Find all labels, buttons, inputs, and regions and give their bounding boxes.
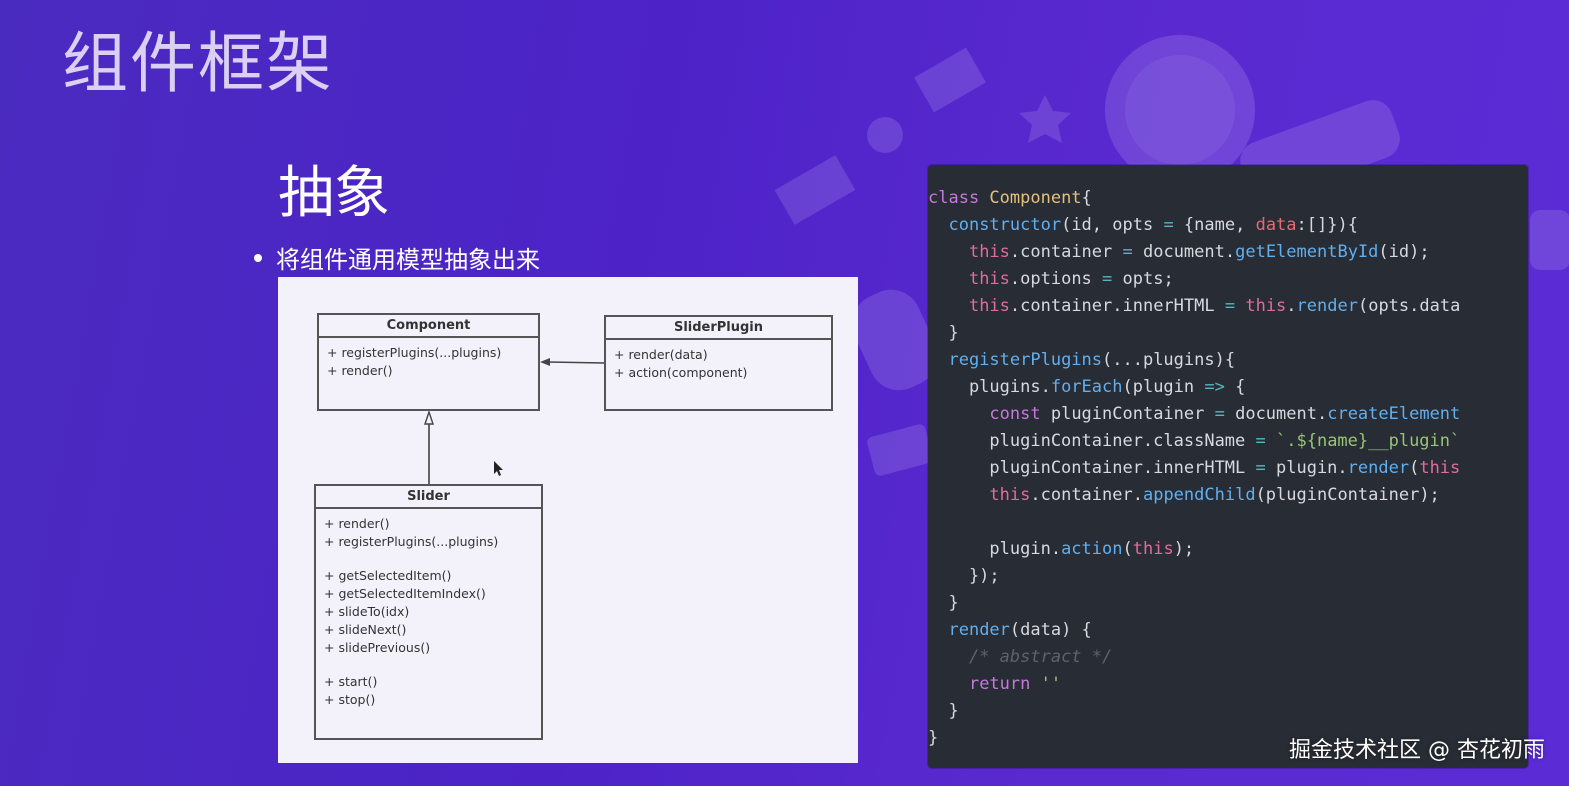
code-line: this.container.appendChild(pluginContain… (989, 485, 1440, 505)
uml-class-slider-plugin: SliderPlugin + render(data) + action(com… (604, 315, 833, 411)
class-name: SliderPlugin (606, 317, 831, 340)
association-arrowhead (540, 358, 550, 366)
class-method: + stop() (324, 692, 376, 707)
code-line: this.options = opts; (968, 269, 1174, 289)
code-line: constructor(id, opts = {name, data:[]}){ (948, 215, 1358, 235)
code-line: }); (928, 566, 1000, 586)
class-method: + render() (324, 516, 390, 531)
code-line: this.container.innerHTML = this.render(o… (968, 296, 1461, 316)
code-line: class Component{ (928, 188, 1092, 208)
class-method: + slidePrevious() (324, 640, 431, 655)
class-method: + getSelectedItem() (324, 568, 452, 583)
mouse-pointer-icon (494, 461, 503, 476)
code-line (928, 509, 1528, 536)
section-subtitle: 抽象 (278, 161, 390, 226)
uml-connectors (424, 358, 606, 484)
code-line: return '' (968, 674, 1062, 694)
class-method: + getSelectedItemIndex() (324, 586, 486, 601)
uml-class-diagram: Component + registerPlugins(...plugins) … (278, 277, 858, 763)
class-method: + slideNext() (324, 622, 407, 637)
bullet-dot-icon (254, 253, 262, 262)
bullet-item: 将组件通用模型抽象出来 (254, 240, 540, 275)
class-method: + render(data) (614, 347, 708, 362)
code-line: } (928, 728, 939, 748)
class-name: Slider (316, 486, 541, 509)
code-line: } (928, 593, 959, 613)
uml-class-slider: Slider + render() + registerPlugins(...p… (314, 484, 543, 740)
code-line: render(data) { (948, 620, 1092, 640)
class-method: + start() (324, 674, 378, 689)
code-line: } (928, 323, 959, 343)
watermark: 掘金技术社区 @ 杏花初雨 (1289, 738, 1545, 763)
class-method: + action(component) (614, 365, 748, 380)
class-method: + slideTo(idx) (324, 604, 410, 619)
bullet-text: 将组件通用模型抽象出来 (276, 246, 540, 274)
class-method: + registerPlugins(...plugins) (324, 534, 499, 549)
code-line: } (928, 701, 959, 721)
code-block: class Component{ constructor(id, opts = … (928, 165, 1528, 752)
code-line: /* abstract */ (968, 647, 1113, 667)
code-line: plugin.action(this); (928, 539, 1195, 559)
code-line: const pluginContainer = document.createE… (989, 404, 1461, 424)
code-line: registerPlugins(...plugins){ (948, 350, 1236, 370)
class-name: Component (319, 315, 538, 338)
code-line: pluginContainer.className = `.${name}__p… (928, 431, 1461, 451)
slide-title: 组件框架 (62, 25, 334, 102)
inheritance-arrowhead (424, 409, 434, 425)
class-method: + registerPlugins(...plugins) (327, 345, 502, 360)
code-line: this.container = document.getElementById… (968, 242, 1430, 262)
code-line: pluginContainer.innerHTML = plugin.rende… (928, 458, 1461, 478)
code-line: plugins.forEach(plugin => { (928, 377, 1246, 397)
uml-class-component: Component + registerPlugins(...plugins) … (317, 313, 540, 411)
class-method: + render() (327, 363, 393, 378)
code-panel: class Component{ constructor(id, opts = … (928, 165, 1528, 768)
association-line (547, 361, 606, 364)
